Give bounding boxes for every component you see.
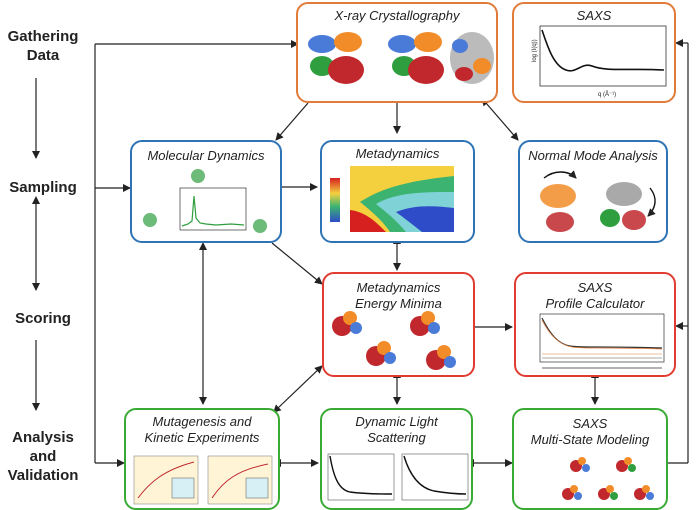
- normal-mode-icon: [540, 170, 656, 232]
- saxs-xlabel: q (Å⁻¹): [598, 91, 616, 98]
- xray-crystallography-box: X-ray Crystallography: [296, 2, 498, 103]
- minima-structures-icon: [332, 311, 456, 370]
- saxs-profile-plot-icon: [539, 313, 665, 369]
- saxs-profile-calculator-box: SAXS Profile Calculator: [514, 272, 676, 377]
- saxs-curve-icon: log (I(q)) q (Å⁻¹): [532, 25, 667, 98]
- saxs-ylabel: log (I(q)): [532, 39, 538, 62]
- stage-gathering-data: Gathering Data: [7, 28, 79, 64]
- free-energy-map-icon: [330, 166, 454, 232]
- metadynamics-box: Metadynamics: [320, 140, 475, 243]
- kinetics-plot-icon: [133, 455, 273, 505]
- md-title: Molecular Dynamics: [147, 148, 265, 163]
- multistate-title: SAXS Multi-State Modeling: [530, 416, 650, 447]
- stage-scoring: Scoring: [15, 310, 71, 327]
- saxs-multi-state-box: SAXS Multi-State Modeling: [512, 408, 668, 510]
- dls-title: Dynamic Light Scattering: [355, 414, 438, 445]
- md-trajectory-icon: [143, 169, 267, 233]
- normal-mode-analysis-box: Normal Mode Analysis: [518, 140, 668, 243]
- protein-structure-icon: [308, 32, 494, 84]
- saxs-box: SAXS log (I(q)) q (Å⁻¹): [512, 2, 676, 103]
- dls-decay-icon: [327, 453, 469, 501]
- nma-title: Normal Mode Analysis: [528, 148, 658, 163]
- stage-sampling: Sampling: [9, 179, 77, 196]
- minima-title: Metadynamics Energy Minima: [355, 280, 442, 311]
- mutagenesis-title: Mutagenesis and Kinetic Experiments: [144, 414, 260, 445]
- profile-title: SAXS Profile Calculator: [545, 280, 645, 311]
- molecular-dynamics-box: Molecular Dynamics: [130, 140, 282, 243]
- multistate-model-icon: [562, 457, 654, 500]
- saxs-title: SAXS: [576, 8, 612, 23]
- dynamic-light-scattering-box: Dynamic Light Scattering: [320, 408, 473, 510]
- metad-title: Metadynamics: [355, 146, 440, 161]
- stage-analysis-validation: Analysis and Validation: [7, 429, 79, 484]
- metadynamics-energy-minima-box: Metadynamics Energy Minima: [322, 272, 475, 377]
- xray-title: X-ray Crystallography: [334, 8, 460, 23]
- mutagenesis-kinetic-box: Mutagenesis and Kinetic Experiments: [124, 408, 280, 510]
